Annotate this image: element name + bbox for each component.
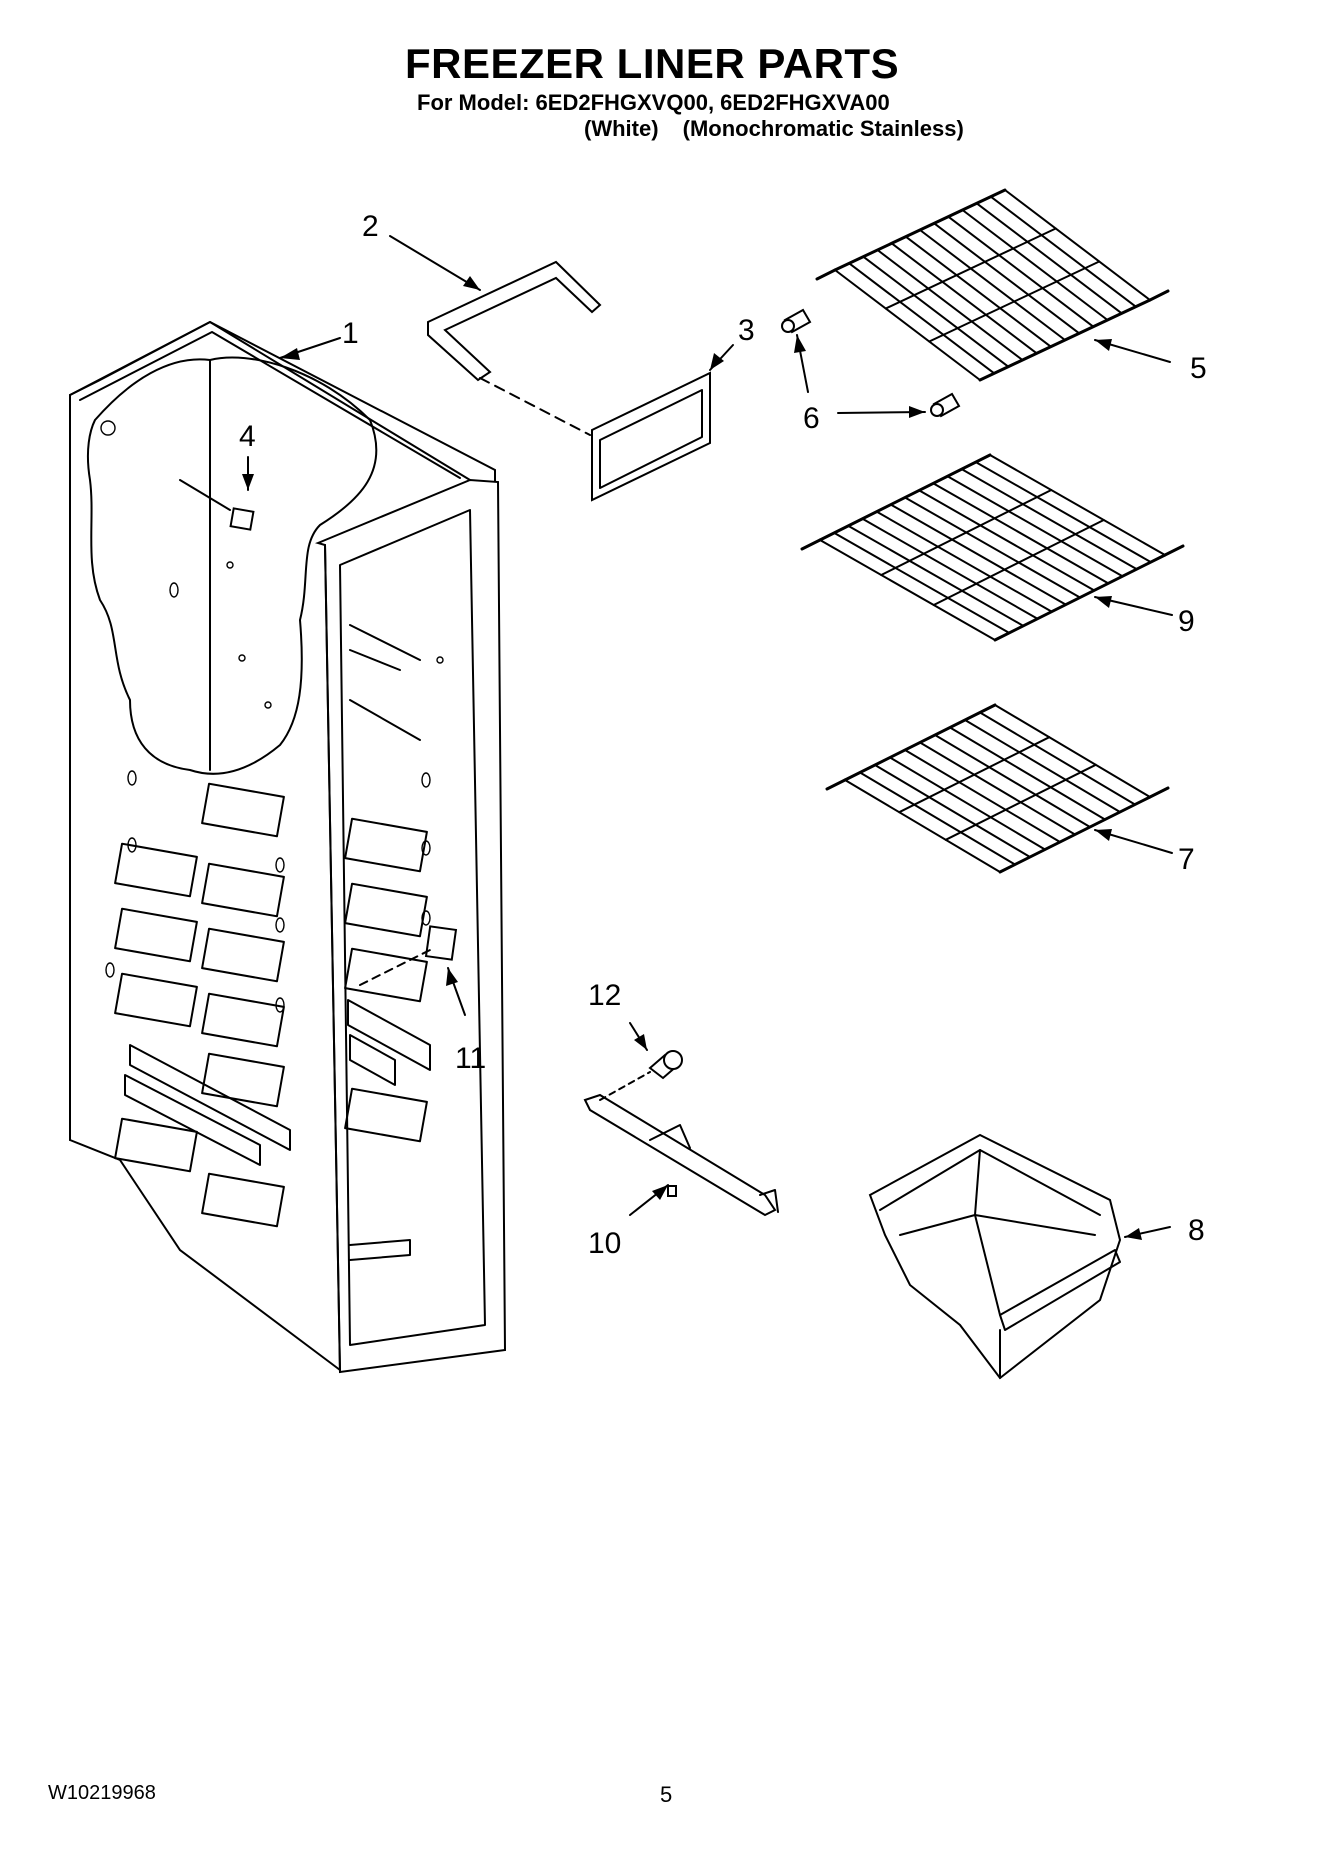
page-number: 5 bbox=[660, 1782, 673, 1807]
part-2-bracket bbox=[427, 260, 602, 382]
callout-5: 5 bbox=[1190, 352, 1207, 385]
callout-6: 6 bbox=[803, 402, 820, 435]
callout-1: 1 bbox=[342, 317, 359, 350]
part-12-screw bbox=[599, 1050, 683, 1101]
part-11-clip bbox=[359, 925, 458, 986]
freezer-liner bbox=[69, 320, 507, 1374]
part-6-supports bbox=[781, 308, 961, 418]
part-3-panel bbox=[591, 371, 711, 502]
part-7-wire-shelf bbox=[825, 703, 1170, 874]
callout-10: 10 bbox=[588, 1227, 621, 1260]
part-5-wire-shelf bbox=[815, 188, 1170, 382]
part-4-clip bbox=[179, 479, 255, 531]
callout-2: 2 bbox=[362, 210, 379, 243]
callout-11: 11 bbox=[455, 1042, 486, 1075]
model-line: For Model: 6ED2FHGXVQ00, 6ED2FHGXVA00 bbox=[417, 90, 890, 115]
callout-8: 8 bbox=[1188, 1214, 1205, 1247]
callout-4: 4 bbox=[239, 420, 256, 453]
callout-labels: 1 2 3 4 5 6 7 8 9 10 11 12 bbox=[239, 210, 1207, 1260]
callout-3: 3 bbox=[738, 314, 755, 347]
part-9-wire-shelf bbox=[800, 453, 1185, 642]
model-variants: (White) (Monochromatic Stainless) bbox=[584, 116, 982, 142]
part-10-rail bbox=[583, 1093, 779, 1217]
leader-lines bbox=[242, 235, 1173, 1240]
variant-white: (White) bbox=[584, 116, 659, 141]
callout-9: 9 bbox=[1178, 605, 1195, 638]
page-title: FREEZER LINER PARTS bbox=[405, 40, 900, 87]
document-number: W10219968 bbox=[48, 1782, 156, 1804]
variant-stainless: (Monochromatic Stainless) bbox=[682, 116, 964, 141]
part-8-drawer-bin bbox=[868, 1133, 1122, 1380]
callout-7: 7 bbox=[1178, 843, 1195, 876]
callout-12: 12 bbox=[588, 979, 621, 1012]
